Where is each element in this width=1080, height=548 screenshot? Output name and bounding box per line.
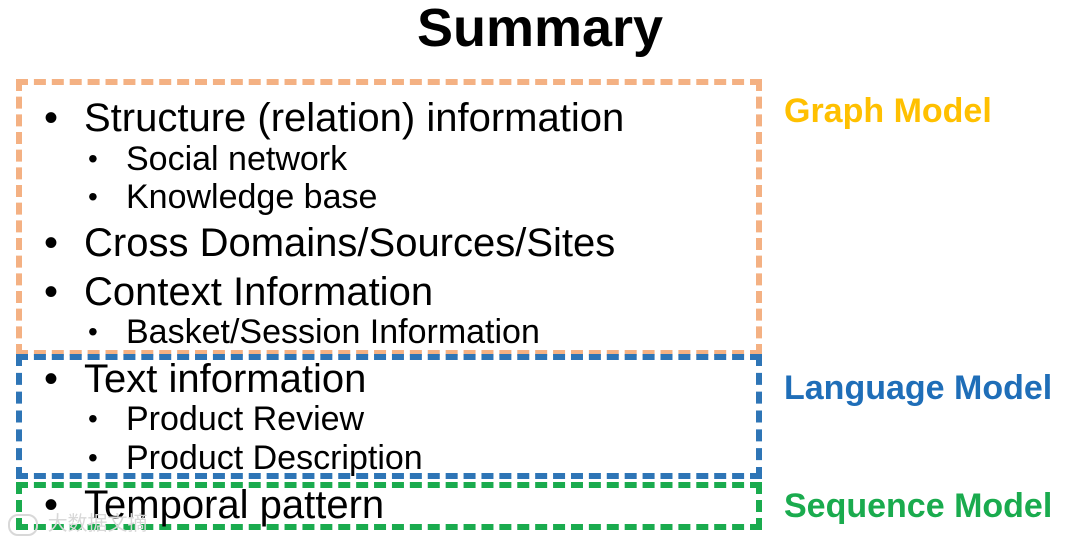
- list-item-text: Temporal pattern: [84, 483, 385, 527]
- list-item-text: Product Review: [126, 400, 365, 438]
- list-item: • Context Information: [44, 270, 434, 314]
- list-item-text: Text information: [84, 357, 367, 401]
- list-item: • Cross Domains/Sources/Sites: [44, 221, 616, 265]
- list-item: • Structure (relation) information: [44, 96, 625, 140]
- list-item: • Basket/Session Information: [88, 313, 540, 351]
- bullet-icon: •: [44, 221, 59, 265]
- list-item: • Knowledge base: [88, 178, 378, 216]
- language-model-box: [16, 354, 762, 479]
- list-item-text: Cross Domains/Sources/Sites: [84, 221, 616, 265]
- list-item: • Product Description: [88, 439, 423, 477]
- sequence-model-box: [16, 482, 762, 530]
- list-item-text: Structure (relation) information: [84, 96, 625, 140]
- list-item-text: Social network: [126, 140, 348, 178]
- graph-model-label: Graph Model: [784, 92, 992, 130]
- bullet-icon: •: [88, 316, 98, 347]
- list-item: • Text information: [44, 357, 367, 401]
- list-item: • Product Review: [88, 400, 365, 438]
- bullet-icon: •: [88, 143, 98, 174]
- bullet-icon: •: [88, 181, 98, 212]
- language-model-label: Language Model: [784, 369, 1053, 407]
- list-item: • Social network: [88, 140, 348, 178]
- watermark: 大数据文摘: [8, 512, 148, 536]
- list-item-text: Product Description: [126, 439, 423, 477]
- list-item-text: Knowledge base: [126, 178, 378, 216]
- list-item-text: Context Information: [84, 270, 434, 314]
- list-item-text: Basket/Session Information: [126, 313, 540, 351]
- bullet-icon: •: [44, 483, 59, 527]
- watermark-logo-icon: [8, 513, 38, 536]
- graph-model-box: [16, 79, 762, 356]
- bullet-icon: •: [44, 96, 59, 140]
- bullet-icon: •: [44, 270, 59, 314]
- bullet-icon: •: [44, 357, 59, 401]
- bullet-icon: •: [88, 403, 98, 434]
- sequence-model-label: Sequence Model: [784, 487, 1053, 525]
- bullet-icon: •: [88, 442, 98, 473]
- list-item: • Temporal pattern: [44, 483, 385, 527]
- page-title: Summary: [416, 0, 664, 58]
- watermark-text: 大数据文摘: [47, 513, 148, 535]
